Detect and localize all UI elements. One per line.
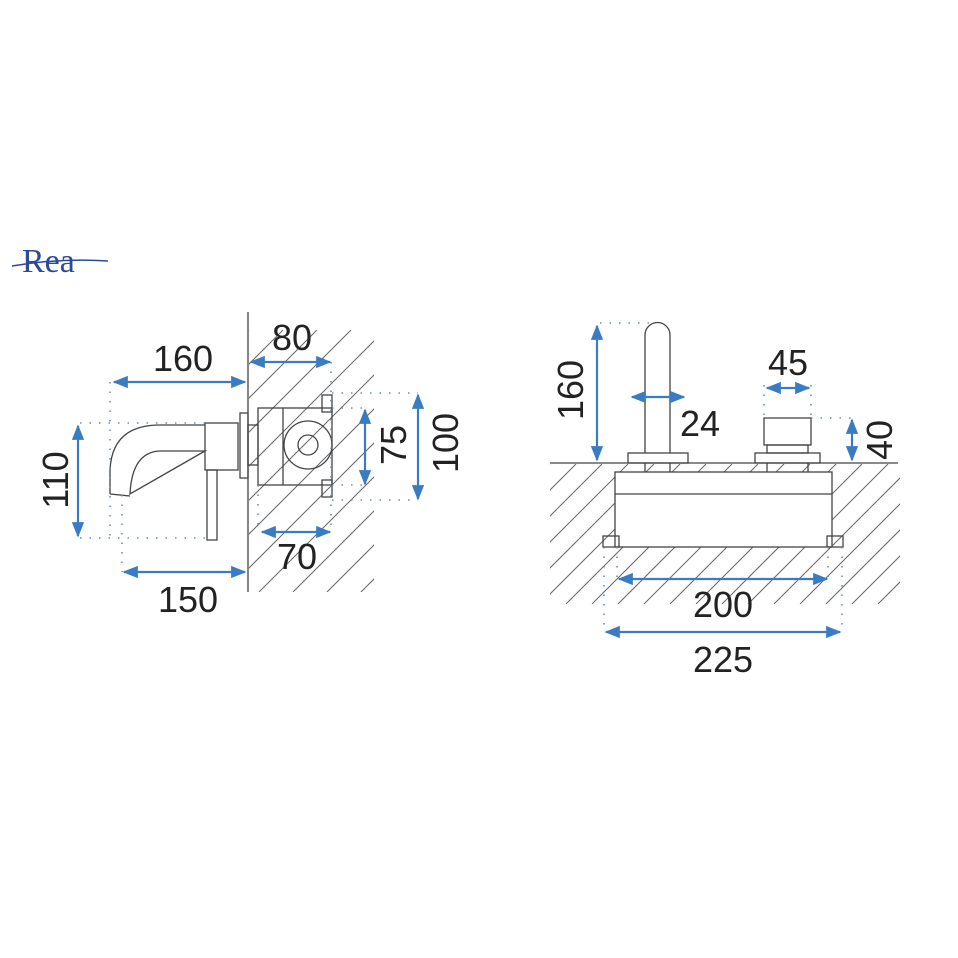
dim-label-24: 24 (680, 403, 720, 444)
side-view: 160 80 110 75 100 70 150 (35, 312, 466, 620)
dim-label-45: 45 (768, 342, 808, 383)
hatch-line (249, 330, 352, 433)
spout (109, 424, 208, 496)
dim-label-200: 200 (693, 584, 753, 625)
handle-front (763, 417, 812, 446)
hatch-line (258, 476, 374, 592)
hatch-line (249, 330, 318, 399)
hatch-line (249, 340, 374, 467)
dim-label-40: 40 (859, 420, 900, 460)
hatch-line (877, 581, 900, 604)
hatch-line (550, 464, 551, 465)
hatch-line (851, 555, 900, 604)
hatch-line (825, 529, 900, 604)
dim-label-150: 150 (158, 579, 218, 620)
handle-body (204, 422, 239, 471)
mixer-box-front (614, 471, 833, 548)
spout-front (644, 321, 671, 453)
hatch-line (249, 408, 374, 535)
hatch-line (292, 510, 374, 592)
brand-logo: Rea (11, 243, 109, 280)
hatch-line (249, 374, 374, 501)
front-view: 160 24 45 40 200 225 (550, 321, 900, 680)
dim-label-160: 160 (153, 338, 213, 379)
hatch-line (550, 464, 603, 517)
dim-label-70: 70 (277, 536, 317, 577)
flange (239, 412, 249, 479)
dim-label-110: 110 (35, 451, 76, 508)
dim-label-225: 225 (693, 639, 753, 680)
dim-label-80: 80 (272, 317, 312, 358)
dim-label-160-front: 160 (550, 360, 591, 420)
lever (206, 469, 218, 541)
hatch-line (249, 442, 374, 569)
outlet-circle (283, 420, 333, 470)
hatch-line (326, 544, 374, 592)
dim-label-100: 100 (425, 413, 466, 473)
wall-hatching (249, 330, 374, 592)
dim-label-75: 75 (373, 425, 414, 465)
hatch-line (550, 464, 577, 491)
hatch-line (550, 464, 629, 543)
